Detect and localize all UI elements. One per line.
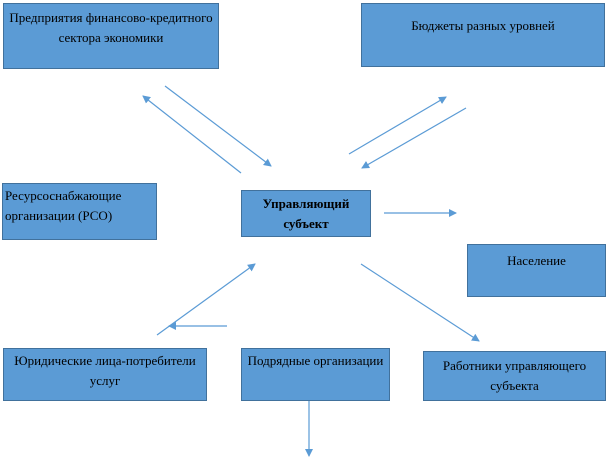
arrow-budgets-to-subject [361,107,467,169]
arrow-subject-to-finance [142,95,242,174]
box-subject-label: Управляющий субъект [262,195,350,231]
box-population: Население [467,244,606,297]
box-workers-label: Работники управляющего субъекта [442,358,587,393]
arrow-subject-to-budgets [348,96,447,155]
box-finance-label: Предприятия финансово-кредитного сектора… [9,10,213,45]
arrow-legal-to-subject [156,263,256,336]
box-subject: Управляющий субъект [241,190,371,237]
box-finance: Предприятия финансово-кредитного сектора… [3,3,219,69]
box-budgets-label: Бюджеты разных уровней [411,18,555,33]
box-rso-label: Ресурсоснабжающие организации (РСО) [5,188,122,223]
box-legal: Юридические лица-потребители услуг [3,348,207,401]
box-rso: Ресурсоснабжающие организации (РСО) [2,183,157,240]
arrow-finance-to-subject [164,85,272,167]
arrow-subject-to-workers [360,263,480,342]
box-workers: Работники управляющего субъекта [423,351,606,401]
box-population-label: Население [507,253,566,268]
box-legal-label: Юридические лица-потребители услуг [14,353,196,388]
box-contractors: Подрядные организации [241,348,390,401]
box-budgets: Бюджеты разных уровней [361,3,605,67]
box-contractors-label: Подрядные организации [247,353,384,368]
